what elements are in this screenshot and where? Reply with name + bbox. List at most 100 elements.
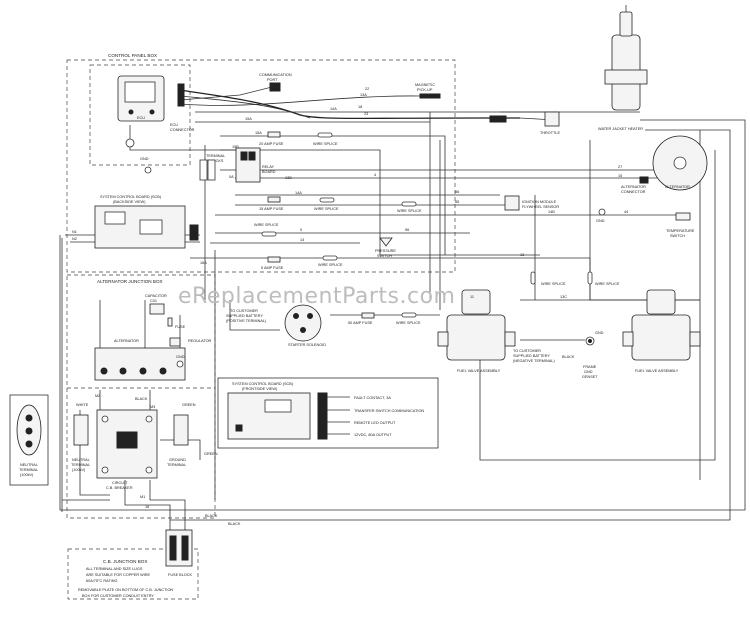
wire-code-15: 15 xyxy=(618,174,622,178)
wire-code-13: 13 xyxy=(520,253,524,257)
wire-splice-7-label: WIRE SPLICE xyxy=(541,282,566,286)
water-heater-label: WATER JACKET HEATER xyxy=(598,127,643,131)
wire-harness-3 xyxy=(179,84,281,101)
neutral-terminal-left-label-2: TERMINAL xyxy=(19,468,38,472)
wire-code-n1: N1 xyxy=(72,230,77,234)
control-panel-inner xyxy=(89,64,191,166)
cb-lug-1 xyxy=(101,415,109,423)
pressure-switch-label-1: PRESSURE xyxy=(375,249,396,253)
ignition-module xyxy=(504,195,520,211)
wire-color-black-a: BLACK xyxy=(205,514,218,518)
alternator-label: ALTERNATOR xyxy=(665,185,690,189)
temperature-switch-label-2: SWITCH xyxy=(670,234,685,238)
wire-code-56: 56 xyxy=(405,228,409,232)
neutral-terminal-label-3: (100kV) xyxy=(72,468,86,472)
fuel-valve-2 xyxy=(622,289,701,361)
wire-splice-2-label: WIRE SPLICE xyxy=(314,207,339,211)
wire-code-27: 27 xyxy=(618,165,622,169)
neutral-terminal-left-bolt-2 xyxy=(25,427,33,435)
throttle-label: THROTTLE xyxy=(540,131,561,135)
wire-splice-3-label: WIRE SPLICE xyxy=(397,209,422,213)
remote-led-label: REMOTE LED OUTPUT xyxy=(354,421,396,425)
capacitor-label-2: C01 xyxy=(150,299,157,303)
communication-port-label-1: COMMUNICATION xyxy=(259,73,292,77)
wire-harness-2 xyxy=(179,95,311,119)
fuse-15a xyxy=(267,196,281,203)
neutral-terminal-label-2: TERMINAL xyxy=(71,463,90,467)
ignition-module-label-2: FLYWHEEL SENSOR xyxy=(522,205,559,209)
wire-splice-6 xyxy=(401,312,417,318)
control-panel-box-label: CONTROL PANEL BOX xyxy=(108,53,157,58)
fuse-small xyxy=(167,317,173,327)
wire-splice-8 xyxy=(587,271,593,285)
wire-code-15a-2: 15A xyxy=(255,131,262,135)
capacitor xyxy=(149,303,165,315)
wire-code-m1: M1 xyxy=(140,495,145,499)
ecu-connector-label-2: CONNECTOR xyxy=(170,128,195,132)
wire-code-13b: 13B xyxy=(285,176,292,180)
temperature-switch-label-1: TEMPERATURE xyxy=(666,229,695,233)
frame-gnd-label-1: FRAME xyxy=(583,365,597,369)
alternator-box-gnd-label: GND xyxy=(176,355,185,359)
wire-code-0a: 0A xyxy=(229,175,234,179)
wire-splice-1 xyxy=(317,132,333,138)
cb-junction-note-3: 60A/75°C RATING xyxy=(86,579,117,583)
water-heater-base xyxy=(604,69,648,85)
ecu-module-inner xyxy=(124,81,156,103)
scb-front-chip xyxy=(264,399,292,413)
throttle-connector xyxy=(489,115,507,123)
alternator-connector xyxy=(639,176,649,184)
wire-color-white: WHITE xyxy=(76,403,89,407)
alt-terminal-1 xyxy=(100,367,108,375)
wire-code-13a: 13A xyxy=(360,93,367,97)
fuel-valve-1-coil xyxy=(461,289,491,315)
fuel-valve-2-inlet xyxy=(622,331,634,347)
alternator-box-gnd xyxy=(176,360,184,368)
genset-label: GENSET xyxy=(582,375,598,379)
ecu-connector xyxy=(177,83,185,107)
wire-code-23: 23 xyxy=(364,112,368,116)
scb-back-sub: (BACKSIDE VIEW) xyxy=(113,200,146,204)
starter-solenoid-post-2 xyxy=(307,313,313,319)
wire-code-14a-2: 14A xyxy=(295,191,302,195)
water-heater-cap xyxy=(619,11,633,37)
fuse-20a-label: 20 AMP FUSE xyxy=(259,142,284,146)
circuit-breaker-label-1: CIRCUIT xyxy=(112,481,128,485)
fuse-5a xyxy=(267,256,281,263)
relay-board-label-1: RELAY xyxy=(262,165,275,169)
control-panel-box xyxy=(66,59,456,273)
wire-starter xyxy=(229,300,280,331)
cb-junction-note-2: ARE SUITABLE FOR COPPER WIRE xyxy=(86,573,151,577)
neutral-terminal-label-1: NEUTRAL xyxy=(72,458,90,462)
alternator-inner-label: ALTERNATOR xyxy=(114,339,139,343)
ecu-connector-label-1: ECU xyxy=(170,123,178,127)
throttle-body xyxy=(544,111,560,127)
ecu-label: ECU xyxy=(137,116,145,120)
relay-1 xyxy=(240,151,248,161)
fuse-20a xyxy=(267,131,281,138)
to-customer-negative-label-1: TO CUSTOMER xyxy=(513,349,541,353)
to-customer-negative-label-2: SUPPLIED BATTERY xyxy=(513,354,550,358)
wire-code-14b: 14B xyxy=(548,210,555,214)
to-customer-positive-label-2: SUPPLIED BATTERY xyxy=(226,314,263,318)
ecu-mount-1 xyxy=(128,109,134,115)
wire-bottom-black xyxy=(170,129,731,521)
cb-junction-box xyxy=(67,548,199,600)
wire-splice-4-label: WIRE SPLICE xyxy=(254,223,279,227)
starter-solenoid xyxy=(284,304,322,342)
wire-right-drop-2 xyxy=(600,150,716,461)
watermark: eReplacementParts.com xyxy=(178,284,455,309)
wire-splice-5 xyxy=(322,255,338,261)
wire-code-22: 22 xyxy=(365,87,369,91)
pressure-switch-label-2: SWITCH xyxy=(377,254,392,258)
neutral-terminal-left-bolt-1 xyxy=(25,414,33,422)
scb-back-chip-1 xyxy=(104,211,126,225)
neutral-terminal-left-label-3: (100kV) xyxy=(20,473,34,477)
alternator-connector-label-2: CONNECTOR xyxy=(621,190,646,194)
fuel-valve-2-label: FUEL VALVE ASSEMBLY xyxy=(635,369,679,373)
frame-gnd-terminal-inner xyxy=(588,339,592,343)
starter-solenoid-label: STARTER SOLENOID xyxy=(288,343,326,347)
wire-fuel-bottom xyxy=(479,360,600,461)
